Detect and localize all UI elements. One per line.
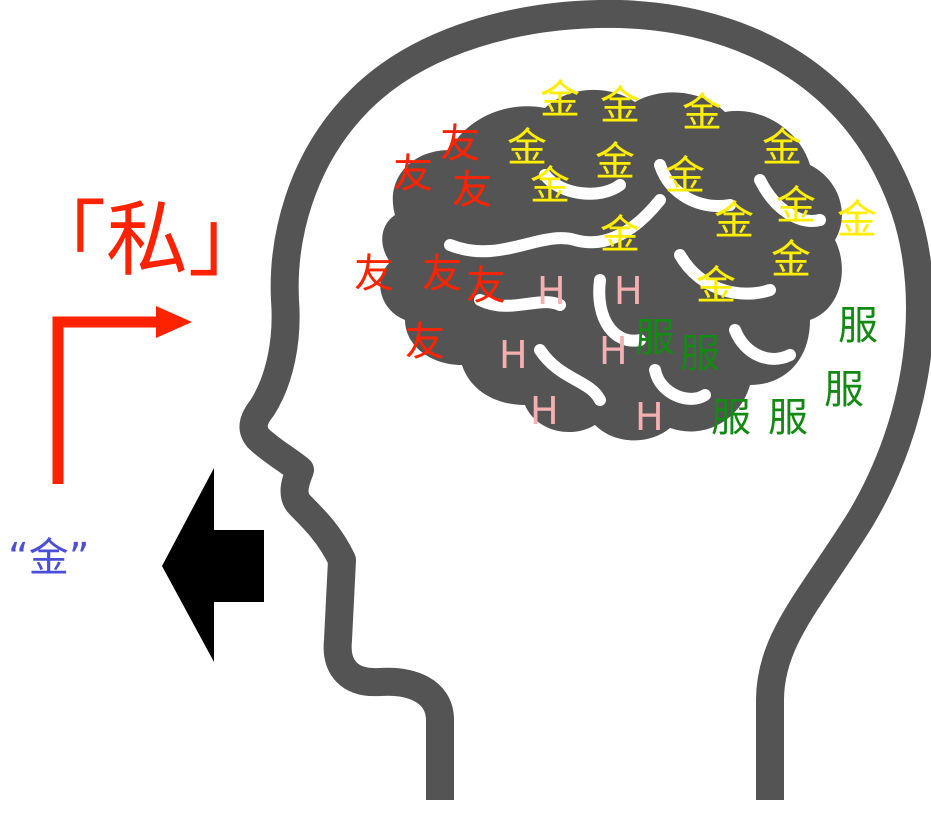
- h-label: H: [537, 269, 566, 313]
- friend-label: 友: [422, 251, 462, 297]
- money-label: 金: [595, 139, 635, 185]
- friend-label: 友: [440, 121, 480, 167]
- brain: [380, 89, 842, 441]
- money-label: 金: [600, 212, 640, 258]
- cloth-label: 服: [680, 331, 720, 377]
- friend-label: 友: [405, 319, 445, 365]
- h-label: H: [635, 395, 664, 439]
- red-arrow: [52, 306, 192, 484]
- money-label: 金: [682, 90, 722, 136]
- friend-label: 友: [393, 151, 433, 197]
- brain-folds: [444, 159, 826, 406]
- friend-label: 友: [466, 263, 506, 309]
- cloth-label: 服: [635, 315, 675, 361]
- cloth-label: 服: [768, 395, 808, 441]
- money-label: 金: [600, 83, 640, 129]
- money-label: 金: [762, 125, 802, 171]
- h-label: H: [614, 269, 643, 313]
- money-label: 金: [530, 163, 570, 209]
- h-label: H: [599, 329, 628, 373]
- friend-label: 友: [452, 167, 492, 213]
- cloth-label: 服: [711, 395, 751, 441]
- h-label: H: [530, 389, 559, 433]
- cloth-label: 服: [838, 303, 878, 349]
- friend-label: 友: [354, 251, 394, 297]
- money-label: 金: [714, 198, 754, 244]
- money-label: 金: [507, 125, 547, 171]
- money-label: 金: [540, 77, 580, 123]
- head-outline: [239, 0, 931, 800]
- money-label: 金: [771, 237, 811, 283]
- title-label: 「私」: [24, 193, 271, 288]
- h-label: H: [499, 333, 528, 377]
- money-label: 金: [696, 263, 736, 309]
- speech-label: “金”: [8, 535, 90, 581]
- money-label: 金: [837, 197, 877, 243]
- money-label: 金: [665, 153, 705, 199]
- black-arrow: [162, 468, 264, 662]
- money-label: 金: [776, 183, 816, 229]
- cloth-label: 服: [824, 367, 864, 413]
